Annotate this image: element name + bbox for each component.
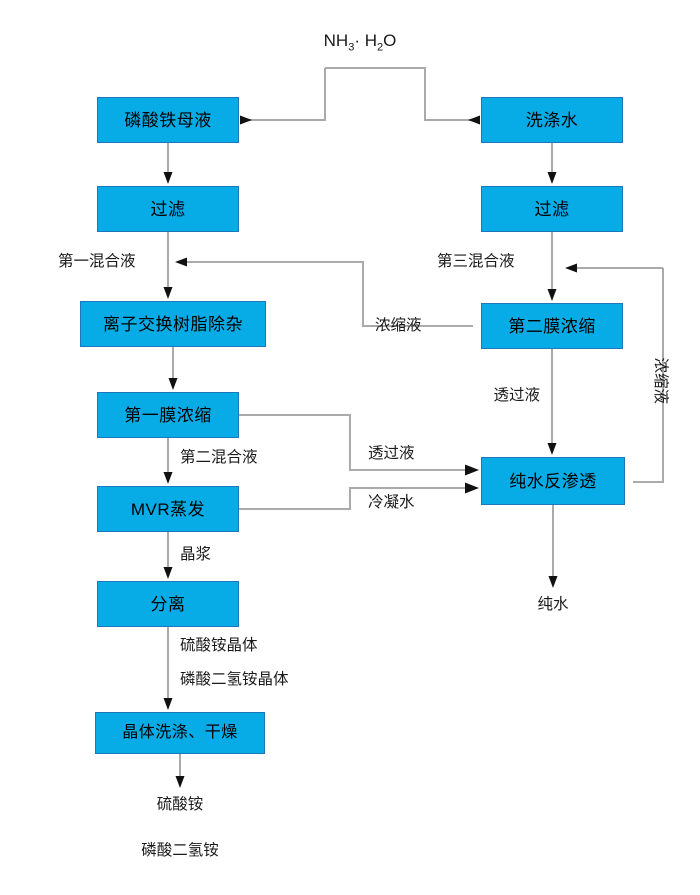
reagent-formula-end: O <box>383 31 397 50</box>
output-label-pure-water: 纯水 <box>537 596 569 613</box>
edge-label-third-mixture: 第三混合液 <box>437 253 515 270</box>
node-filtration-left[interactable]: 过滤 <box>97 186 239 232</box>
node-crystal-washing-drying[interactable]: 晶体洗涤、干燥 <box>95 712 265 754</box>
node-label: 离子交换树脂除杂 <box>103 314 243 334</box>
node-wash-water[interactable]: 洗涤水 <box>481 97 623 143</box>
node-mvr-evaporation[interactable]: MVR蒸发 <box>97 486 239 532</box>
output-label-ammonium-sulfate: 硫酸铵 <box>156 796 204 813</box>
arrow-into-first-mixture <box>175 257 187 267</box>
wire-nh3-to-fe <box>246 68 326 121</box>
arrow-into-mvr <box>163 472 173 484</box>
edge-label-monoammonium-phosphate-crystal: 磷酸二氢铵晶体 <box>180 671 289 688</box>
reagent-formula-mid: · H <box>354 31 377 50</box>
arrow-into-ro-permeate <box>465 464 479 476</box>
edge-label-crystal-slurry: 晶浆 <box>180 546 212 563</box>
edge-label-ammonium-sulfate-crystal: 硫酸铵晶体 <box>180 637 258 654</box>
edge-label-permeate-upper: 透过液 <box>493 387 540 404</box>
node-label: 过滤 <box>150 199 186 219</box>
node-label: 纯水反渗透 <box>509 471 597 491</box>
arrow-into-separation <box>163 567 173 579</box>
node-filtration-right[interactable]: 过滤 <box>481 186 623 232</box>
node-first-membrane-concentration[interactable]: 第一膜浓缩 <box>97 392 239 438</box>
node-iron-phosphate-mother-liquor[interactable]: 磷酸铁母液 <box>97 97 239 143</box>
node-label: 过滤 <box>534 199 570 219</box>
arrow-into-ro-condensate <box>465 482 479 494</box>
node-label: 第二膜浓缩 <box>508 316 596 336</box>
reagent-subscript-2: 2 <box>377 41 384 54</box>
arrow-into-fe-mother <box>240 115 252 125</box>
arrow-into-membrane1 <box>168 378 178 390</box>
edge-label-second-mixture: 第二混合液 <box>180 449 258 466</box>
node-label: MVR蒸发 <box>130 499 206 519</box>
node-second-membrane-concentration[interactable]: 第二膜浓缩 <box>481 303 623 349</box>
edge-label-condensate: 冷凝水 <box>368 494 415 511</box>
edge-label-concentrate-middle: 浓缩液 <box>375 317 422 334</box>
node-separation[interactable]: 分离 <box>97 581 239 627</box>
arrow-into-ion-exchange <box>163 287 173 299</box>
node-label: 晶体洗涤、干燥 <box>122 724 238 741</box>
arrow-to-pure-water-output <box>548 576 558 588</box>
edge-label-concentrate-side: 浓缩液 <box>652 357 670 405</box>
arrow-into-crystal-dry <box>163 698 173 710</box>
node-label: 洗涤水 <box>525 110 579 130</box>
wire-mem1-permeate-to-ro <box>239 414 473 471</box>
edge-label-first-mixture: 第一混合液 <box>58 253 136 270</box>
arrow-into-filter-left <box>163 172 173 184</box>
output-label-monoammonium-phosphate: 磷酸二氢铵 <box>141 842 219 859</box>
arrow-into-filter-right <box>547 172 557 184</box>
node-pure-water-reverse-osmosis[interactable]: 纯水反渗透 <box>481 457 625 505</box>
reagent-subscript-3: 3 <box>348 41 355 54</box>
arrow-into-third-mixture <box>565 263 577 273</box>
edge-label-permeate-lower: 透过液 <box>368 445 415 462</box>
wire-mvr-condensate-to-ro <box>239 487 473 510</box>
node-label: 分离 <box>150 594 186 614</box>
arrow-into-membrane2 <box>547 289 557 301</box>
arrow-to-amm-sulfate-output <box>175 776 185 788</box>
arrow-into-wash-water <box>468 115 480 125</box>
node-label: 磷酸铁母液 <box>124 110 212 130</box>
node-ion-exchange-resin-impurity-removal[interactable]: 离子交换树脂除杂 <box>80 301 266 347</box>
reagent-formula-part1: NH <box>323 31 349 50</box>
wire-nh3-to-wash <box>325 67 473 121</box>
arrow-into-ro-from-mem2 <box>547 443 557 455</box>
reagent-label: NH3· H2O <box>324 32 397 53</box>
node-label: 第一膜浓缩 <box>124 405 212 425</box>
